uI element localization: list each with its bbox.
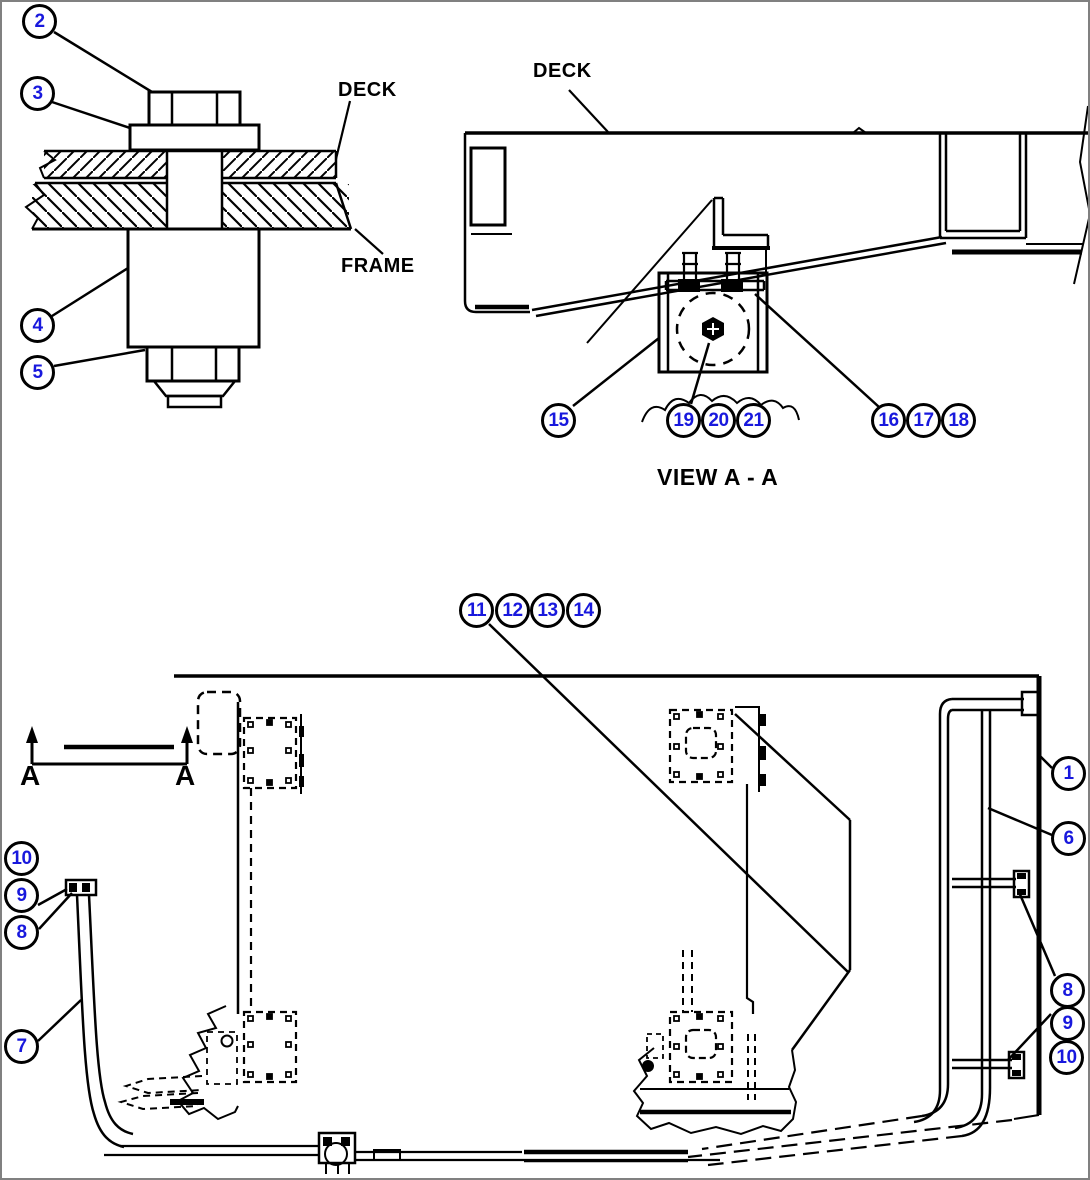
deck-label-detail: DECK — [338, 79, 397, 101]
callout-10-left: 10 — [4, 841, 39, 876]
callout-12: 12 — [495, 593, 530, 628]
callout-10-right: 10 — [1049, 1040, 1084, 1075]
callout-9-right: 9 — [1050, 1006, 1085, 1041]
bolt-detail-drawing — [24, 30, 384, 409]
callout-18: 18 — [941, 403, 976, 438]
deck-label-view-aa: DECK — [533, 60, 592, 82]
section-marker-label-right: A — [175, 760, 196, 791]
callout-21: 21 — [736, 403, 771, 438]
callout-3: 3 — [20, 76, 55, 111]
callout-17: 17 — [906, 403, 941, 438]
callout-19: 19 — [666, 403, 701, 438]
frame-label-detail: FRAME — [341, 255, 415, 277]
callout-6: 6 — [1051, 821, 1086, 856]
callout-13: 13 — [530, 593, 565, 628]
callout-4: 4 — [20, 308, 55, 343]
callout-1: 1 — [1051, 756, 1086, 791]
callout-2: 2 — [22, 4, 57, 39]
callout-20: 20 — [701, 403, 736, 438]
callout-11: 11 — [459, 593, 494, 628]
section-marker-label-left: A — [20, 760, 41, 791]
view-aa-drawing — [463, 89, 1088, 423]
callout-16: 16 — [871, 403, 906, 438]
callout-7: 7 — [4, 1029, 39, 1064]
callout-9-left: 9 — [4, 878, 39, 913]
view-aa-title: VIEW A - A — [657, 464, 779, 490]
plan-view-drawing — [26, 623, 1057, 1174]
callout-8-left: 8 — [4, 915, 39, 950]
callout-8-right: 8 — [1050, 973, 1085, 1008]
callout-5: 5 — [20, 355, 55, 390]
callout-14: 14 — [566, 593, 601, 628]
callout-15: 15 — [541, 403, 576, 438]
